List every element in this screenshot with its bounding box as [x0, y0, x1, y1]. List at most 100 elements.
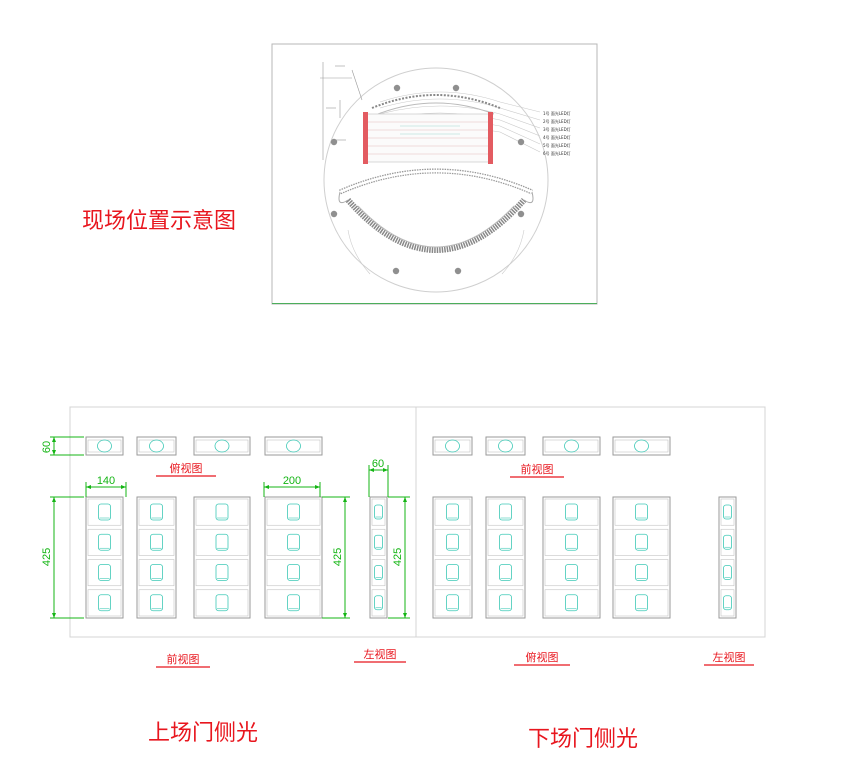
top-view-unit: [136, 436, 177, 456]
top-view-unit: [193, 436, 251, 456]
legend-item: 6号 面光LED灯: [543, 150, 571, 156]
lamp-icon: [215, 503, 229, 521]
light-legend: 1号 面光LED灯 2号 面光LED灯 3号 面光LED灯 4号 面光LED灯 …: [543, 110, 571, 156]
cabinet-cell: [434, 498, 471, 526]
cabinet-cell: [434, 589, 471, 617]
lamp-icon: [723, 595, 732, 611]
lamp-icon: [499, 533, 512, 551]
column-cell: [371, 528, 386, 556]
pillars: [330, 84, 525, 275]
column-outline: [718, 496, 737, 619]
top-view-unit: [612, 436, 671, 456]
unit-outline: [264, 436, 323, 456]
column-cell: [720, 589, 735, 617]
cabinet-cell: [87, 528, 122, 556]
lower-seating-bowl: [345, 198, 527, 253]
bowl-outer-right: [501, 229, 525, 275]
lamp-icon: [723, 534, 732, 550]
lamp-head-icon: [498, 439, 513, 453]
column-outline: [369, 496, 388, 619]
legend-item: 5号 面光LED灯: [543, 142, 571, 148]
cabinet-cell: [487, 589, 524, 617]
top-view-units-left: [85, 436, 323, 456]
cabinet: [485, 496, 526, 619]
top-view-label-right: 前视图: [521, 462, 554, 476]
top-view-unit: [542, 436, 601, 456]
bowl-left-edge: [338, 191, 349, 204]
column-cell: [720, 528, 735, 556]
column-cell: [720, 559, 735, 587]
lamp-head-icon: [214, 439, 230, 453]
lamp-icon: [287, 564, 300, 581]
dim-height-left: 425: [41, 548, 53, 566]
legend-item: 1号 面光LED灯: [543, 110, 571, 116]
unit-outline: [85, 436, 124, 456]
lamp-icon: [635, 533, 648, 551]
cabinet-cell: [614, 589, 669, 617]
top-view-unit: [264, 436, 323, 456]
dim-side-depth: 60: [372, 458, 384, 470]
lamp-icon: [374, 595, 383, 611]
elevation-frames: [69, 406, 766, 638]
legend-item: 4号 面光LED灯: [543, 134, 571, 140]
top-view-units-right: [432, 436, 671, 456]
lamp-head-icon: [564, 439, 579, 453]
dimension-arrows: [52, 437, 407, 618]
cabinet-cell: [87, 498, 122, 526]
front-view-cabinets-left: [85, 496, 323, 619]
lamp-icon: [565, 533, 578, 551]
lamp-icon: [635, 564, 648, 581]
cabinet-cell: [544, 528, 599, 556]
lamp-head-icon: [445, 439, 460, 453]
cabinet-cell: [544, 589, 599, 617]
lamp-icon: [565, 503, 578, 521]
cabinet-cell: [544, 559, 599, 587]
lamp-head-icon: [149, 439, 164, 453]
unit-outline: [612, 436, 671, 456]
stage-lines: [368, 121, 490, 155]
cabinet-cell: [195, 528, 249, 556]
cabinet: [264, 496, 323, 619]
cabinet: [612, 496, 671, 619]
cabinet-cell: [544, 498, 599, 526]
lamp-icon: [287, 533, 300, 551]
cabinet: [85, 496, 124, 619]
dim-unit-width: 140: [97, 475, 115, 487]
lamp-icon: [98, 564, 111, 581]
lamp-icon: [215, 594, 229, 612]
site-plan-title: 现场位置示意图: [82, 209, 236, 234]
lamp-icon: [150, 503, 163, 521]
cabinet-cell: [138, 589, 175, 617]
cabinet-cell: [487, 528, 524, 556]
cabinet-cell: [195, 559, 249, 587]
bowl-right-edge: [523, 191, 534, 204]
side-view-column-right: [718, 496, 737, 619]
cabinet-cell: [614, 559, 669, 587]
cabinet: [193, 496, 251, 619]
cabinet-cell: [138, 559, 175, 587]
cabinet-cell: [487, 559, 524, 587]
lamp-icon: [565, 564, 578, 581]
column-cell: [371, 559, 386, 587]
front-view-cabinets-right: [432, 496, 671, 619]
cabinet-cell: [434, 559, 471, 587]
column-cell: [371, 589, 386, 617]
side-column: [718, 496, 737, 619]
column-cell: [371, 498, 386, 526]
dim-top-height: 60: [41, 441, 53, 453]
cabinet-cell: [434, 528, 471, 556]
lamp-icon: [723, 565, 732, 580]
unit-outline: [485, 436, 526, 456]
lamp-icon: [150, 533, 163, 551]
view-labels: 俯视图 前视图 前视图 左视图 俯视图 左视图: [156, 461, 754, 668]
dim-height-right: 425: [392, 548, 404, 566]
cabinet-outline: [85, 496, 124, 619]
cabinet-outline: [264, 496, 323, 619]
unit-outline: [542, 436, 601, 456]
lamp-head-icon: [634, 439, 649, 453]
lamp-icon: [287, 594, 300, 612]
stage-right-title: 下场门侧光: [528, 727, 638, 752]
right-tower: [488, 112, 493, 164]
lamp-icon: [98, 533, 111, 551]
